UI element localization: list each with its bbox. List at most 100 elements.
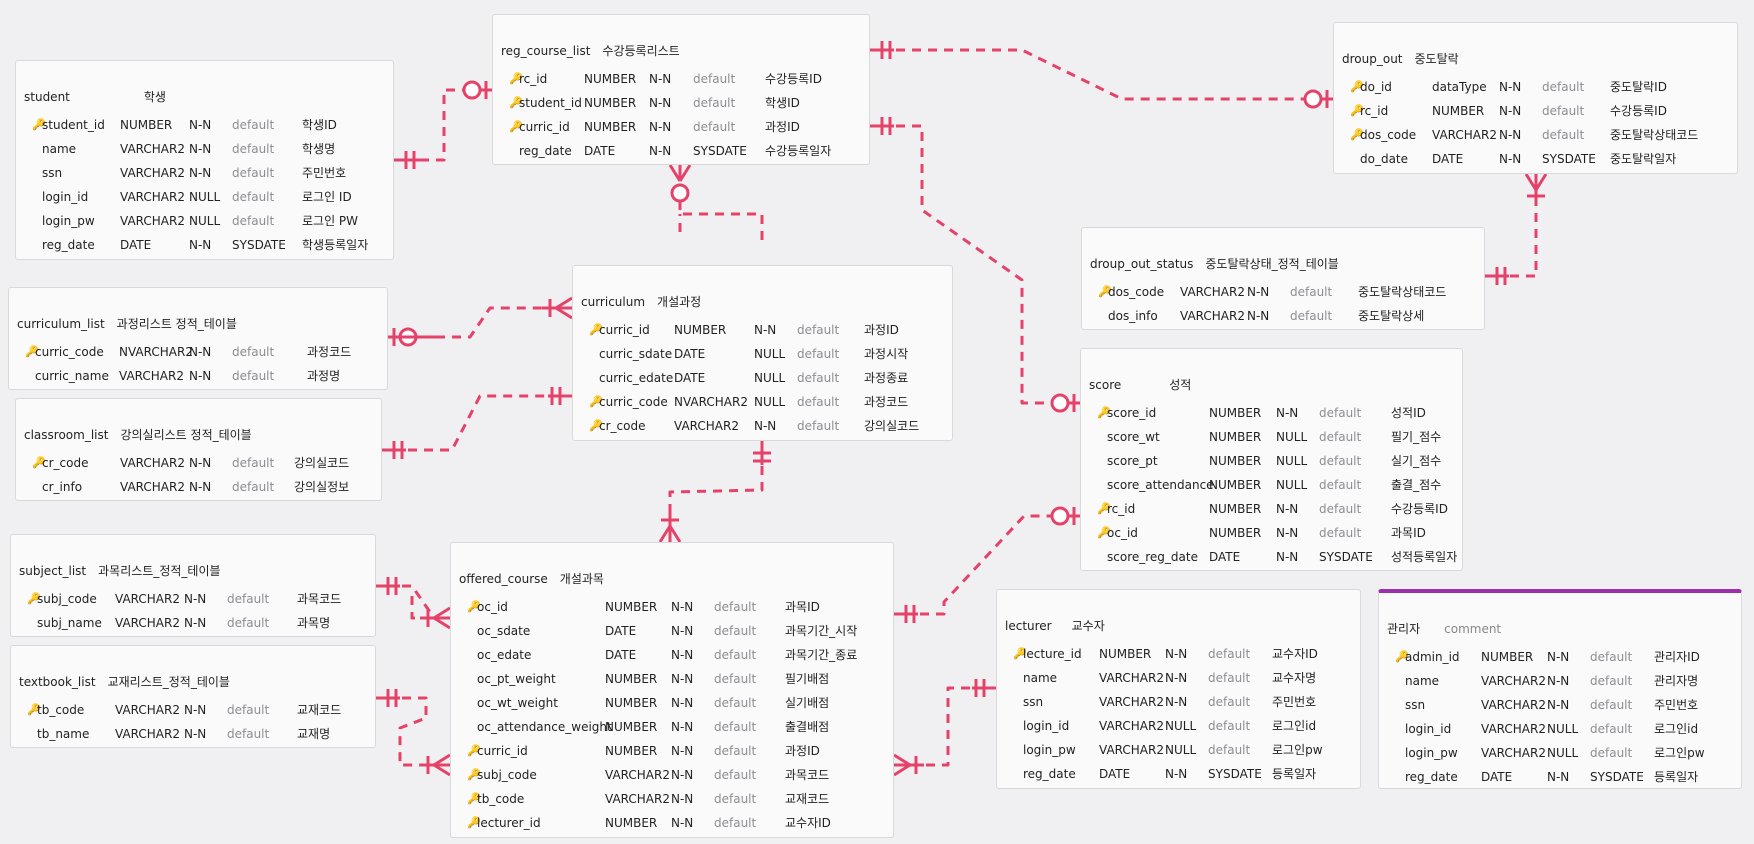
column-type: DATE [584, 144, 616, 158]
column-name: login_id [42, 190, 89, 204]
column-nullable: NULL [189, 214, 221, 228]
column-nullable: N-N [1247, 309, 1270, 323]
column-name: oc_id [1107, 526, 1138, 540]
column-default: default [1542, 104, 1585, 118]
column-nullable: N-N [1499, 104, 1522, 118]
column-name: reg_date [519, 144, 572, 158]
column-default: default [714, 600, 757, 614]
column-type: VARCHAR2 [1180, 285, 1245, 299]
rel-lecturer-offered-end [893, 763, 911, 777]
table-name: score [1089, 378, 1122, 392]
column-default: default [232, 345, 275, 359]
table-name: classroom_list [24, 428, 109, 442]
column-default: default [1319, 478, 1362, 492]
column-default: default [714, 696, 757, 710]
table-name: student [24, 90, 70, 104]
table-comment: 중도탈락 [1414, 52, 1459, 66]
column-name: ssn [1405, 698, 1426, 712]
column-type: VARCHAR2 [1099, 719, 1164, 733]
column-default: default [1208, 647, 1251, 661]
column-type: VARCHAR2 [1180, 309, 1245, 323]
rel-reg-course-score-end [1050, 393, 1070, 413]
rel-curriculum-reg-course-end [670, 183, 690, 203]
column-name: name [1405, 674, 1440, 688]
column-nullable: N-N [189, 238, 212, 252]
column-comment: 중도탈락일자 [1610, 152, 1677, 166]
column-default: default [1590, 650, 1633, 664]
